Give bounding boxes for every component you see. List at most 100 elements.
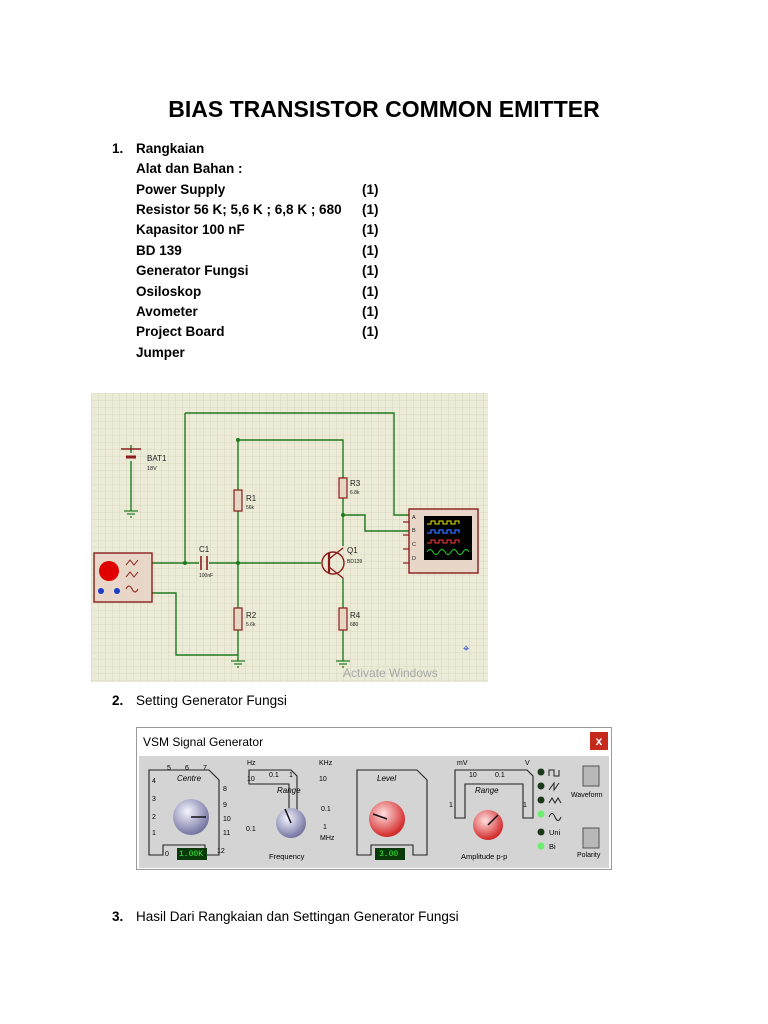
materials-heading: Alat dan Bahan : <box>136 161 243 176</box>
material-name: Jumper <box>136 345 185 360</box>
resistor-r4 <box>338 607 348 631</box>
amp-range-1b: 1 <box>523 802 527 809</box>
section-2-heading: Setting Generator Fungsi <box>136 693 287 708</box>
square-wave-icon <box>548 769 560 777</box>
material-qty: (1) <box>362 202 379 217</box>
r3-value: 6.8k <box>350 490 360 496</box>
material-name: Resistor 56 K; 5,6 K ; 6,8 K ; 680 <box>136 202 342 217</box>
freq-range-0-1: 0.1 <box>269 772 279 779</box>
scope-channel-a: A <box>412 515 416 521</box>
section-1-number: 1. <box>112 141 124 156</box>
section-3-number: 3. <box>112 909 124 924</box>
circuit-schematic: BAT1 18V R1 56k R2 5.6k R3 6.8k R4 680 C… <box>91 393 488 682</box>
section-3-heading: Hasil Dari Rangkaian dan Settingan Gener… <box>136 909 459 924</box>
amp-range-0-1: 0.1 <box>495 772 505 779</box>
freq-range-10b: 10 <box>319 776 327 783</box>
centre-scale-7: 7 <box>203 765 207 772</box>
freq-range-1: 1 <box>289 772 293 779</box>
c1-label: C1 <box>199 545 210 554</box>
r1-value: 56k <box>246 505 255 511</box>
unit-khz: KHz <box>319 760 333 767</box>
scope-channel-c: C <box>412 542 416 548</box>
unit-mhz: MHz <box>320 835 335 842</box>
function-generator-symbol <box>93 552 153 603</box>
sine-wave-icon <box>548 813 562 821</box>
material-name: BD 139 <box>136 243 182 258</box>
scope-channel-b: B <box>412 528 416 534</box>
level-display: 3.00 <box>379 850 399 859</box>
waveform-label: Waveform <box>571 792 603 799</box>
battery-symbol <box>121 448 141 459</box>
freq-range-1b: 1 <box>323 824 327 831</box>
material-qty: (1) <box>362 243 379 258</box>
q1-label: Q1 <box>347 546 358 555</box>
resistor-r2 <box>233 607 243 631</box>
battery-label: BAT1 <box>147 454 167 463</box>
centre-scale-6: 6 <box>185 765 189 772</box>
waveform-leds <box>537 768 545 850</box>
section-1-heading: Rangkaian <box>136 141 205 156</box>
material-qty: (1) <box>362 263 379 278</box>
q1-value: BD139 <box>347 559 363 565</box>
centre-scale-2: 2 <box>152 814 156 821</box>
centre-scale-1: 1 <box>152 830 156 837</box>
material-name: Avometer <box>136 304 198 319</box>
material-name: Power Supply <box>136 182 226 197</box>
waveform-button[interactable] <box>582 765 600 787</box>
polarity-label: Polarity <box>577 852 601 859</box>
material-name: Generator Fungsi <box>136 263 249 278</box>
scope-channel-d: D <box>412 556 416 562</box>
c1-value: 100nF <box>199 573 213 579</box>
centre-scale-5: 5 <box>167 765 171 772</box>
centre-scale-9: 9 <box>223 802 227 809</box>
crosshair-marker-icon: ⌖ <box>463 642 469 655</box>
r2-label: R2 <box>246 611 257 620</box>
unit-mv: mV <box>457 760 468 767</box>
centre-scale-8: 8 <box>223 786 227 793</box>
r4-value: 680 <box>350 622 359 628</box>
triangle-wave-icon <box>548 797 562 804</box>
window-title: VSM Signal Generator <box>143 735 264 749</box>
frequency-label: Frequency <box>269 852 305 861</box>
freq-range-0-1c: 0.1 <box>246 826 256 833</box>
material-qty: (1) <box>362 304 379 319</box>
page-title: BIAS TRANSISTOR COMMON EMITTER <box>168 96 600 122</box>
oscilloscope-symbol: A B C D <box>403 508 479 574</box>
centre-scale-4: 4 <box>152 778 156 785</box>
r4-label: R4 <box>350 611 361 620</box>
amplitude-label: Amplitude p-p <box>461 852 508 861</box>
transistor-q1 <box>321 547 345 579</box>
resistor-r3 <box>338 477 348 499</box>
r1-label: R1 <box>246 494 257 503</box>
level-label: Level <box>377 774 397 783</box>
material-qty: (1) <box>362 284 379 299</box>
vsm-signal-generator-window: VSM Signal Generator x <box>136 727 612 870</box>
freq-range-0-1b: 0.1 <box>321 806 331 813</box>
material-qty: (1) <box>362 182 379 197</box>
generator-controls <box>148 765 600 860</box>
generator-panel: Centre 5 6 7 4 8 3 9 2 10 1 11 0 12 1.00… <box>139 756 609 868</box>
bi-label: Bi <box>549 842 556 851</box>
uni-label: Uni <box>549 828 561 837</box>
unit-hz: Hz <box>247 760 256 767</box>
capacitor-c1 <box>200 556 208 570</box>
window-titlebar: VSM Signal Generator x <box>137 728 611 756</box>
centre-scale-0: 0 <box>165 851 169 858</box>
amp-range-1: 1 <box>449 802 453 809</box>
centre-scale-12: 12 <box>217 848 225 855</box>
close-button[interactable]: x <box>590 732 608 750</box>
centre-label: Centre <box>177 774 202 783</box>
centre-scale-11: 11 <box>223 830 231 837</box>
watermark-text: Activate Windows <box>343 666 438 680</box>
unit-v: V <box>525 760 530 767</box>
material-name: Project Board <box>136 324 225 339</box>
centre-scale-3: 3 <box>152 796 156 803</box>
battery-value: 18V <box>147 466 157 472</box>
freq-range-10: 10 <box>247 776 255 783</box>
centre-scale-10: 10 <box>223 816 231 823</box>
polarity-button[interactable] <box>582 827 600 849</box>
material-qty: (1) <box>362 324 379 339</box>
section-2-number: 2. <box>112 693 124 708</box>
r3-label: R3 <box>350 479 361 488</box>
r2-value: 5.6k <box>246 622 256 628</box>
